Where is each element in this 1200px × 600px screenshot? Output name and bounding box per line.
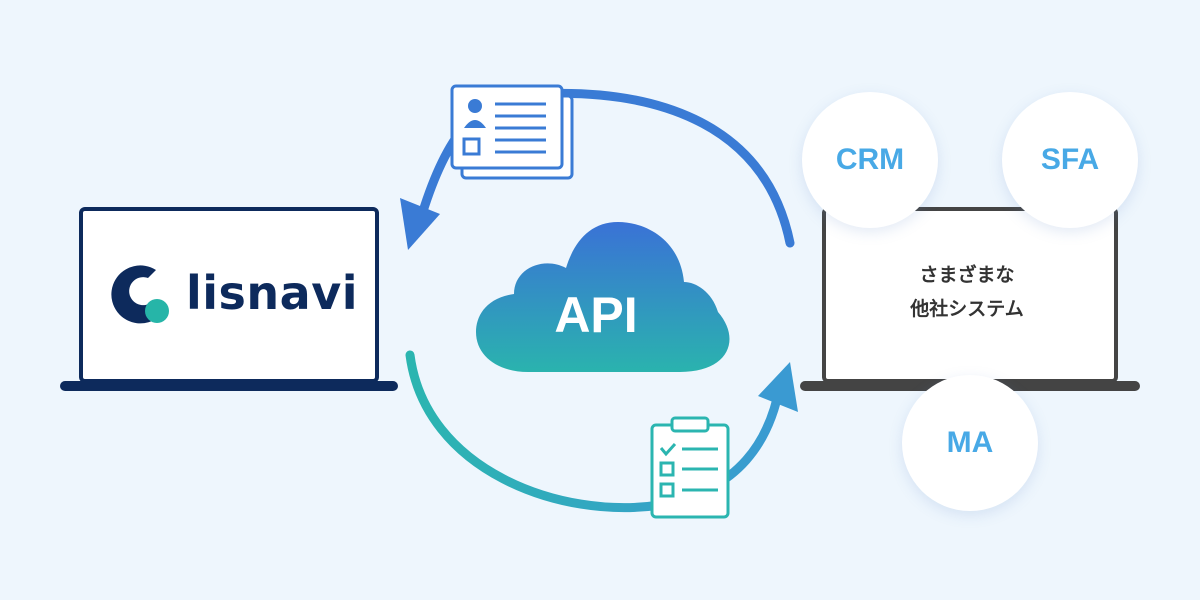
other-systems-line1: さまざまな	[919, 264, 1015, 286]
bottom-arrow-icon	[405, 350, 798, 513]
profile-card-icon	[450, 84, 574, 180]
other-systems-line2: 他社システム	[910, 298, 1024, 320]
other-systems-label: さまざまな 他社システム	[822, 258, 1112, 326]
lisnavi-laptop	[60, 207, 398, 391]
lisnavi-laptop-base	[60, 381, 398, 391]
sfa-bubble: SFA	[1002, 92, 1138, 228]
api-label: API	[554, 287, 638, 343]
checklist-clipboard-icon	[650, 416, 730, 519]
ma-bubble: MA	[902, 375, 1038, 511]
lisnavi-logo-icon	[111, 265, 169, 324]
lisnavi-logo-text: lisnavi	[186, 266, 358, 320]
crm-bubble: CRM	[802, 92, 938, 228]
api-cloud-icon	[476, 222, 730, 372]
